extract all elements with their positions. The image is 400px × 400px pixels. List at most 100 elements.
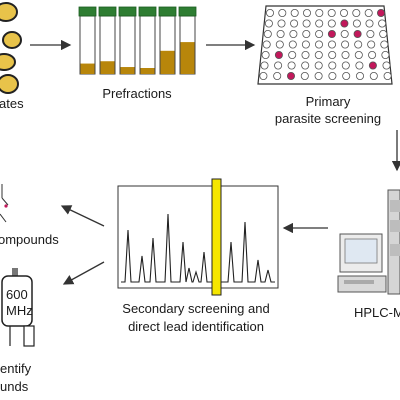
well (342, 72, 351, 81)
hit-well (327, 29, 336, 38)
extracts-icon (0, 2, 22, 94)
well (315, 19, 324, 28)
well (288, 51, 297, 60)
highlight-bar (211, 178, 222, 296)
well (355, 61, 364, 70)
well (366, 29, 375, 38)
nmr-label-line-2: MHz (6, 303, 33, 318)
well (341, 61, 350, 70)
secondary-screening-line-2: direct lead identification (128, 319, 264, 334)
well (327, 19, 336, 28)
well (369, 72, 378, 81)
well (301, 61, 310, 70)
well (328, 72, 337, 81)
primary-screening-line-2: parasite screening (274, 111, 382, 126)
hplc-instrument-icon (337, 189, 400, 295)
prefraction-tubes (78, 6, 197, 75)
well (273, 72, 282, 81)
well (264, 19, 273, 28)
well (315, 8, 324, 17)
well (261, 51, 270, 60)
nmr-label: 600 MHz (6, 287, 33, 319)
well (314, 72, 323, 81)
hit-well (353, 29, 362, 38)
well (288, 40, 297, 49)
well (355, 72, 364, 81)
well (301, 40, 310, 49)
prefraction-tube (118, 6, 137, 75)
well (327, 8, 336, 17)
prefraction-tube (178, 6, 197, 75)
well (328, 61, 337, 70)
well (287, 61, 296, 70)
hit-well (376, 8, 385, 17)
hit-well (274, 51, 283, 60)
well (327, 40, 336, 49)
prefraction-tube (158, 6, 177, 75)
well (290, 19, 299, 28)
well (339, 8, 348, 17)
well (275, 40, 284, 49)
well (382, 61, 391, 70)
arrow-to-compounds (60, 205, 105, 227)
well (314, 40, 323, 49)
primary-screening-line-1: Primary (305, 94, 351, 109)
well (302, 8, 311, 17)
well (328, 51, 337, 60)
well (274, 61, 283, 70)
well (341, 51, 350, 60)
chromatogram-chart (117, 178, 279, 296)
secondary-screening-label: Secondary screening and direct lead iden… (122, 300, 269, 336)
prefraction-tube (138, 6, 157, 75)
primary-screening-label: Primary parasite screening (275, 93, 381, 127)
hit-well (286, 72, 295, 81)
well-plate-icon (257, 5, 393, 85)
well (365, 19, 374, 28)
nmr-label-line-1: 600 (6, 287, 28, 302)
extracts-label: ates (0, 96, 24, 111)
well (289, 29, 298, 38)
well (352, 19, 361, 28)
hplc-label: HPLC-M (354, 305, 400, 320)
well (367, 40, 376, 49)
well (368, 51, 377, 60)
nmr-magnet-icon (1, 268, 35, 347)
well (277, 19, 286, 28)
well (265, 8, 274, 17)
well (340, 29, 349, 38)
prefraction-tube (98, 6, 117, 75)
well (263, 29, 272, 38)
well (259, 72, 268, 81)
well (341, 40, 350, 49)
hit-well (340, 19, 349, 28)
well (278, 8, 287, 17)
well (315, 29, 324, 38)
identify-compounds-label: entify unds (0, 360, 31, 396)
compound-structure-icon (0, 184, 9, 223)
secondary-screening-line-1: Secondary screening and (122, 301, 270, 316)
well (290, 8, 299, 17)
well (380, 40, 389, 49)
well (364, 8, 373, 17)
well (379, 29, 388, 38)
well (383, 72, 392, 81)
prefraction-tube (78, 6, 97, 75)
well (378, 19, 387, 28)
well (276, 29, 285, 38)
well (301, 51, 310, 60)
compounds-label: ompounds (0, 232, 59, 247)
hit-well (368, 61, 377, 70)
identify-line-1: entify (0, 361, 32, 376)
well (300, 72, 309, 81)
well (354, 51, 363, 60)
prefractions-label: Prefractions (102, 86, 172, 101)
well (262, 40, 271, 49)
well (302, 19, 311, 28)
identify-line-2: unds (0, 379, 29, 394)
well (314, 61, 323, 70)
well (354, 40, 363, 49)
well (302, 29, 311, 38)
well (260, 61, 269, 70)
well (352, 8, 361, 17)
